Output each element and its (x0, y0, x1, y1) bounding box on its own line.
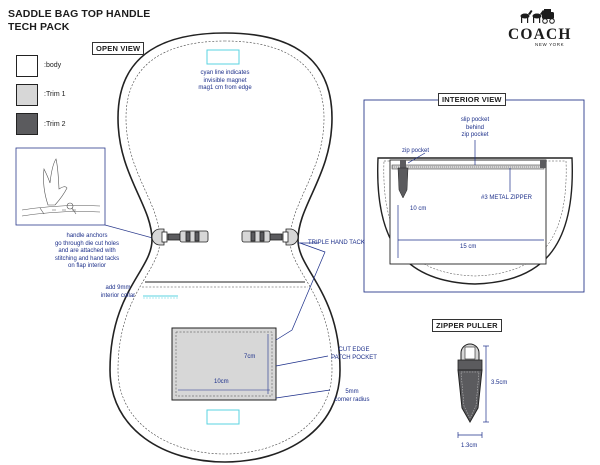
legend-label-trim1: :Trim 1 (44, 91, 66, 98)
triple-hand-tack-label: TRIPLE HAND TACK (308, 240, 365, 246)
title-line-1: SADDLE BAG TOP HANDLE (8, 8, 151, 20)
zipper-puller-dimensions (457, 345, 489, 438)
pocket-width-label: 10cm (214, 379, 229, 385)
title-line-2: TECH PACK (8, 21, 70, 33)
interior-dimensions (397, 140, 544, 258)
cut-edge-note: CUT EDGE PATCH POCKET (331, 347, 377, 361)
tech-pack-title: SADDLE BAG TOP HANDLE TECH PACK (8, 8, 150, 34)
legend-swatch-trim1 (16, 84, 38, 106)
brand-subtitle: NEW YORK (535, 42, 565, 47)
legend-swatch-body (16, 55, 38, 77)
legend-label-body: :body (44, 62, 62, 69)
interior-width-label: 15 cm (460, 244, 477, 250)
legend-swatch-trim2 (16, 113, 38, 135)
handle-anchor-note: handle anchors go through die cut holes … (54, 233, 120, 269)
open-view-body-outline (109, 32, 341, 463)
interior-collar-note: add 9mm interior collar (100, 285, 136, 299)
handle-hardware (151, 228, 299, 246)
metal-zipper-label: #3 METAL ZIPPER (481, 195, 533, 201)
pocket-height-label: 7cm (244, 354, 256, 360)
zip-pocket-label: zip pocket (402, 148, 430, 154)
open-view-label: OPEN VIEW (92, 42, 145, 55)
zipper-puller-drawing (457, 343, 483, 424)
corner-radius-note: 5mm corner radius (334, 389, 370, 403)
patch-pocket (171, 327, 277, 401)
magnet-note: cyan line indicates invisible magnet mag… (198, 70, 252, 91)
zipper-puller-label: ZIPPER PULLER (432, 319, 502, 332)
interior-bag-outline (377, 157, 573, 285)
interior-height-label: 10 cm (410, 206, 427, 212)
slip-pocket-note: slip pocket behind zip pocket (460, 117, 490, 138)
interior-view-label: INTERIOR VIEW (438, 93, 506, 106)
legend-label-trim2: :Trim 2 (44, 121, 66, 128)
puller-height-label: 3.5cm (491, 380, 508, 386)
anchor-sketch-box (15, 147, 161, 241)
brand-wordmark: COACH (508, 26, 572, 43)
magnet-marker-bottom (206, 409, 240, 425)
puller-width-label: 1.3cm (461, 443, 478, 449)
magnet-marker-top (206, 49, 240, 65)
